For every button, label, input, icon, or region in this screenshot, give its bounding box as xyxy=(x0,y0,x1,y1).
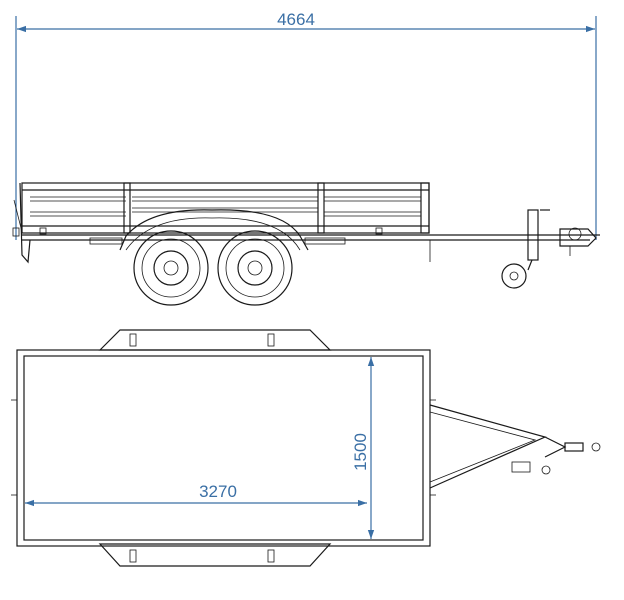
wheel-rear-axle xyxy=(217,230,293,306)
cargo-body xyxy=(21,182,430,235)
side-view xyxy=(12,182,600,306)
bed-length-label: 3270 xyxy=(199,482,237,501)
fender-bottom-left xyxy=(98,543,332,567)
tow-coupling xyxy=(559,227,597,256)
bed-width-label: 1500 xyxy=(351,433,370,471)
hand-brake xyxy=(511,461,551,475)
wheel-front-axle xyxy=(133,230,209,306)
top-view xyxy=(11,329,601,567)
mudguard xyxy=(119,209,309,251)
drawbar xyxy=(429,404,601,489)
fender-top-left xyxy=(98,329,332,351)
chassis-and-drawbar xyxy=(22,234,600,262)
bed-length-dimension: 3270 xyxy=(25,482,367,507)
overall-length-dimension: 4664 xyxy=(15,10,597,240)
overall-length-label: 4664 xyxy=(277,10,315,29)
jockey-wheel xyxy=(501,209,550,289)
cargo-bed xyxy=(11,349,436,547)
bed-width-dimension: 1500 xyxy=(351,357,375,539)
